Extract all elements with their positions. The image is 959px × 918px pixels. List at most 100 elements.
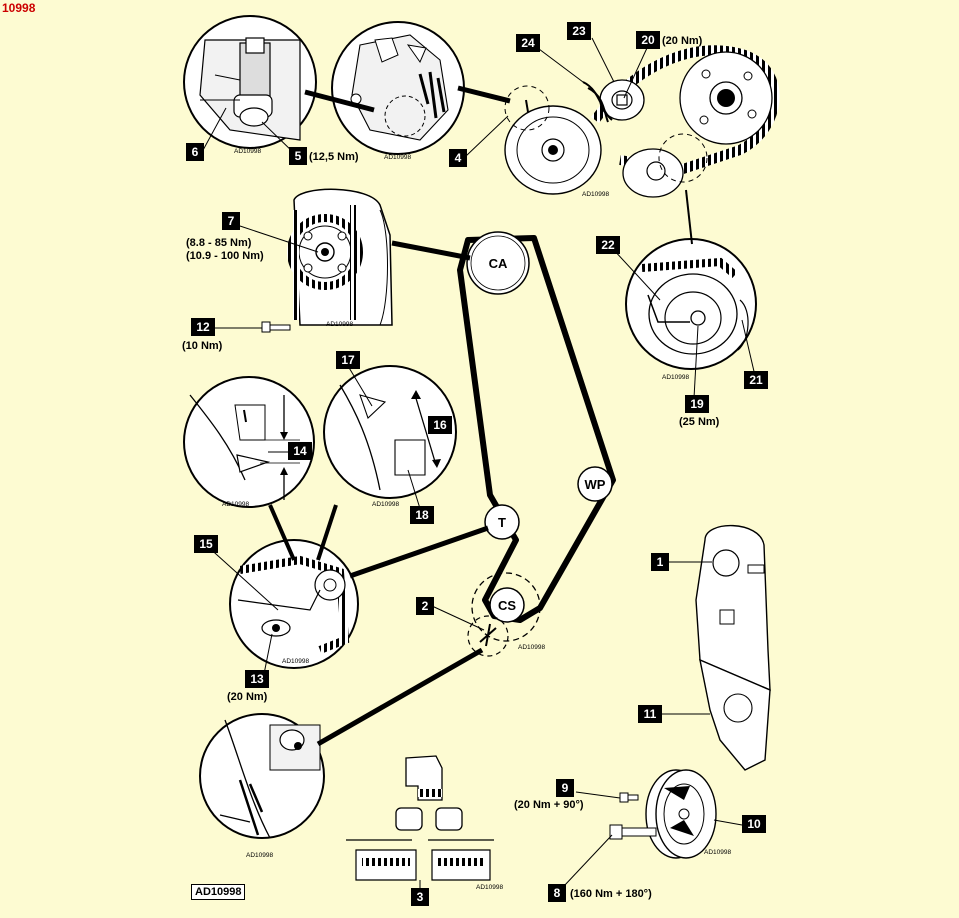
callout-24-label: 24 (521, 36, 535, 50)
callout-2: 2 (416, 597, 434, 615)
callout-12-label: 12 (196, 320, 210, 334)
callout-14: 14 (288, 442, 312, 460)
callout-20-label: 20 (641, 33, 655, 47)
callout-10: 10 (742, 815, 766, 833)
callout-15: 15 (194, 535, 218, 553)
callout-21-label: 21 (749, 373, 763, 387)
leader-crankshaft (316, 647, 484, 747)
toothed-belt-top (591, 45, 780, 176)
callout-11-label: 11 (644, 707, 657, 721)
callout-6-label: 6 (192, 145, 199, 159)
callout-21: 21 (744, 371, 768, 389)
torque-20: (20 Nm) (662, 35, 703, 47)
callout-9: 9 (556, 779, 574, 797)
leader-camshaft (391, 240, 471, 261)
bolt-9 (619, 792, 639, 803)
callout-13-label: 13 (250, 672, 264, 686)
crankshaft-pulley (645, 769, 717, 859)
tensioner-roller-23 (582, 79, 645, 123)
leader-tensioner-right (685, 189, 693, 245)
detail-tensioner-assembly (331, 21, 465, 155)
torque-12: (10 Nm) (182, 340, 223, 352)
pulley-t: T (484, 504, 520, 540)
callout-7-label: 7 (228, 214, 235, 228)
callout-8: 8 (548, 884, 566, 902)
callout-5-label: 5 (295, 149, 302, 163)
callout-3-label: 3 (417, 890, 424, 904)
callout-23-label: 23 (572, 24, 586, 38)
callout-16: 16 (428, 416, 452, 434)
callout-20: 20 (636, 31, 660, 49)
detail-tensioner-right (625, 238, 757, 370)
callout-15-label: 15 (199, 537, 213, 551)
timing-cover-lower (699, 658, 771, 771)
detail-timing-mark-right (323, 365, 457, 499)
callout-16-label: 16 (433, 418, 447, 432)
document-id: 10998 (2, 1, 36, 15)
main-source-code: AD10998 (518, 644, 545, 651)
crank-pulley-source: AD10998 (704, 849, 731, 856)
pulley-ca: CA (466, 231, 530, 295)
pulley-ca-label: CA (489, 256, 508, 271)
torque-7b: (10.9 - 100 Nm) (186, 250, 264, 262)
torque-19: (25 Nm) (679, 416, 720, 428)
torque-8: (160 Nm + 180°) (570, 888, 652, 900)
detail-crank-tensioner (229, 539, 359, 669)
camshaft-pulley-top (504, 85, 602, 195)
pulley-wp-label: WP (585, 477, 606, 492)
callout-17-label: 17 (341, 353, 355, 367)
callout-19-label: 19 (690, 397, 704, 411)
idler-roller-top (622, 133, 708, 198)
pulley-cs: CS (467, 572, 541, 657)
detail-tensioner-bolt-source: AD10998 (234, 148, 261, 155)
callout-3: 3 (411, 888, 429, 906)
engine-mount (346, 755, 494, 881)
reference-box: AD10998 (191, 884, 246, 900)
torque-9: (20 Nm + 90°) (514, 799, 584, 811)
torque-13: (20 Nm) (227, 691, 268, 703)
detail-crankshaft-bolt (199, 713, 325, 839)
pulley-t-label: T (498, 515, 506, 530)
leader-bold-1 (304, 89, 375, 113)
callout-7: 7 (222, 212, 240, 230)
callout-23: 23 (567, 22, 591, 40)
timing-mark-right-source: AD10998 (372, 501, 399, 508)
callout-4-label: 4 (455, 151, 462, 165)
callout-18-label: 18 (415, 508, 429, 522)
leaders-timing-marks (268, 504, 338, 561)
callout-6: 6 (186, 143, 204, 161)
crank-tensioner-source: AD10998 (282, 658, 309, 665)
callout-13: 13 (245, 670, 269, 688)
callout-8-label: 8 (554, 886, 561, 900)
tensioner-right-source: AD10998 (662, 374, 689, 381)
callout-5: 5 (289, 147, 307, 165)
callout-19: 19 (685, 395, 709, 413)
timing-belt (457, 235, 616, 623)
camshaft-detail-source: AD10998 (326, 321, 353, 328)
callout-12: 12 (191, 318, 215, 336)
detail-tensioner-bolt (183, 15, 317, 149)
top-engine-source: AD10998 (582, 191, 609, 198)
callout-4: 4 (449, 149, 467, 167)
pulley-wp: WP (577, 466, 613, 502)
bolt-8 (609, 824, 657, 840)
leader-pulley-t (349, 525, 489, 579)
bolt-12 (261, 321, 291, 333)
callout-1-label: 1 (657, 555, 664, 569)
leader-bold-2 (457, 85, 511, 104)
detail-tensioner-assembly-source: AD10998 (384, 154, 411, 161)
pulley-cs-label: CS (498, 598, 516, 613)
callout-22: 22 (596, 236, 620, 254)
crank-sprocket-top (679, 51, 773, 145)
callout-17: 17 (336, 351, 360, 369)
detail-camshaft-sprocket (287, 188, 393, 326)
callout-2-label: 2 (422, 599, 429, 613)
crankshaft-bolt-source: AD10998 (246, 852, 273, 859)
timing-mark-left-source: AD10998 (222, 501, 249, 508)
torque-5: (12,5 Nm) (309, 151, 359, 163)
callout-9-label: 9 (562, 781, 569, 795)
torque-7a: (8.8 - 85 Nm) (186, 237, 252, 249)
detail-timing-mark-left (183, 376, 315, 508)
